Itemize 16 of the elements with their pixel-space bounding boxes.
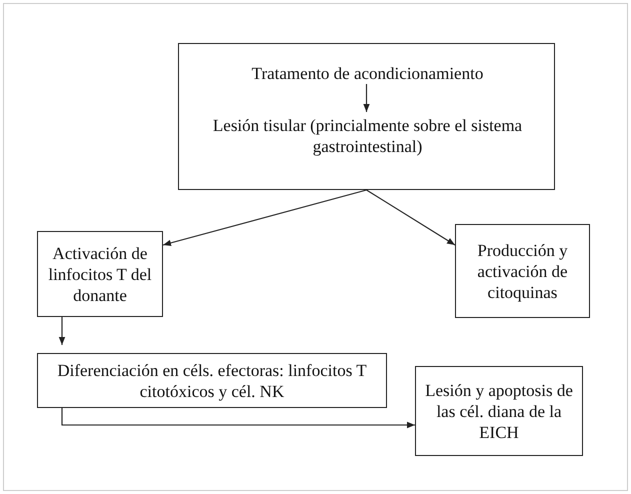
arrow — [162, 189, 367, 246]
process-box — [37, 231, 163, 317]
node-text: Lesión y apoptosis de las cél. diana de la EICH — [424, 380, 574, 442]
node-text: Diferenciación en céls. efectoras: linfocitos T citotóxicos y cél. NK — [56, 360, 368, 402]
arrow — [363, 84, 370, 112]
node-text: Activación de linfocitos T del donante — [47, 242, 153, 306]
arrow — [61, 408, 415, 428]
process-box — [455, 224, 590, 318]
process-box — [415, 366, 583, 456]
arrow — [366, 190, 456, 246]
node-text: Producción y activación de citoquinas — [476, 240, 569, 302]
process-box — [37, 353, 387, 408]
arrow — [58, 317, 66, 345]
node-text: Tratamento de acondicionamiento — [252, 62, 484, 84]
process-box — [178, 43, 555, 190]
node-text: Lesión tisular (princialmente sobre el sistema gastrointestinal) — [212, 115, 524, 157]
